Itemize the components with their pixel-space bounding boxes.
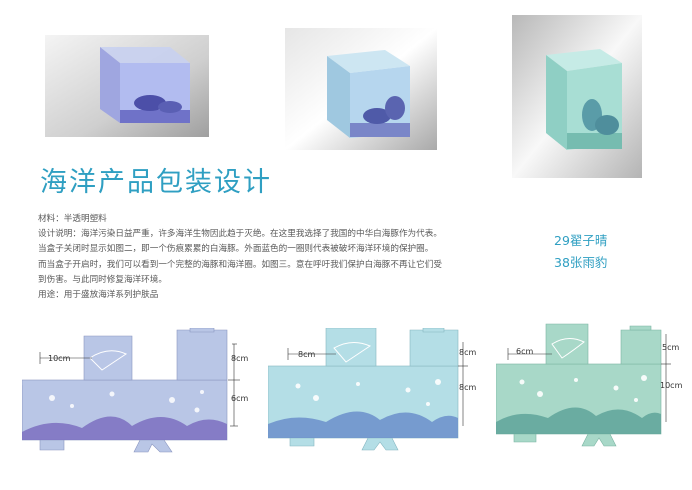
product-photo-1 [45, 35, 209, 137]
box-net-1: 10cm 8cm 6cm [22, 328, 272, 453]
material-line: 材料：半透明塑料 [38, 214, 107, 224]
net-3-width-label: 6cm [516, 347, 533, 356]
design-line-2: 当盒子关闭时显示如图二，即一个伤痕累累的白海豚。外面蓝色的一圈则代表被破坏海洋环… [38, 244, 434, 255]
usage-line: 用途：用于盛放海洋系列护肤品 [38, 290, 159, 301]
design-line-1: 设计说明：海洋污染日益严重，许多海洋生物因此趋于灭绝。在这里我选择了我国的中华白… [38, 229, 442, 240]
description: 材料：半透明塑料 设计说明：海洋污染日益严重，许多海洋生物因此趋于灭绝。在这里我… [38, 212, 478, 303]
design-line-3: 而当盒子开启时，我们可以看到一个完整的海豚和海洋圈。如图三。意在呼吁我们保护白海… [38, 259, 442, 270]
net-2-top-label: 8cm [459, 348, 476, 357]
net-3-top-label: 5cm [662, 343, 679, 352]
box-net-3: 6cm 5cm 10cm [496, 322, 686, 452]
author-1: 29翟子晴 [554, 233, 608, 248]
net-2-width-label: 8cm [298, 350, 315, 359]
net-1-top-label: 8cm [231, 354, 248, 363]
page-title: 海洋产品包装设计 [40, 167, 272, 198]
net-1-bottom-label: 6cm [231, 394, 248, 403]
product-photo-3 [512, 15, 642, 178]
net-1-width-label: 10cm [48, 354, 71, 363]
design-line-4: 到伤害。与此同时修复海洋环境。 [38, 274, 167, 285]
product-photo-2 [285, 28, 437, 150]
net-2-bottom-label: 8cm [459, 383, 476, 392]
box-net-2: 8cm 8cm 8cm [268, 328, 490, 453]
net-3-bottom-label: 10cm [660, 381, 683, 390]
author-2: 38张雨豹 [554, 255, 608, 270]
